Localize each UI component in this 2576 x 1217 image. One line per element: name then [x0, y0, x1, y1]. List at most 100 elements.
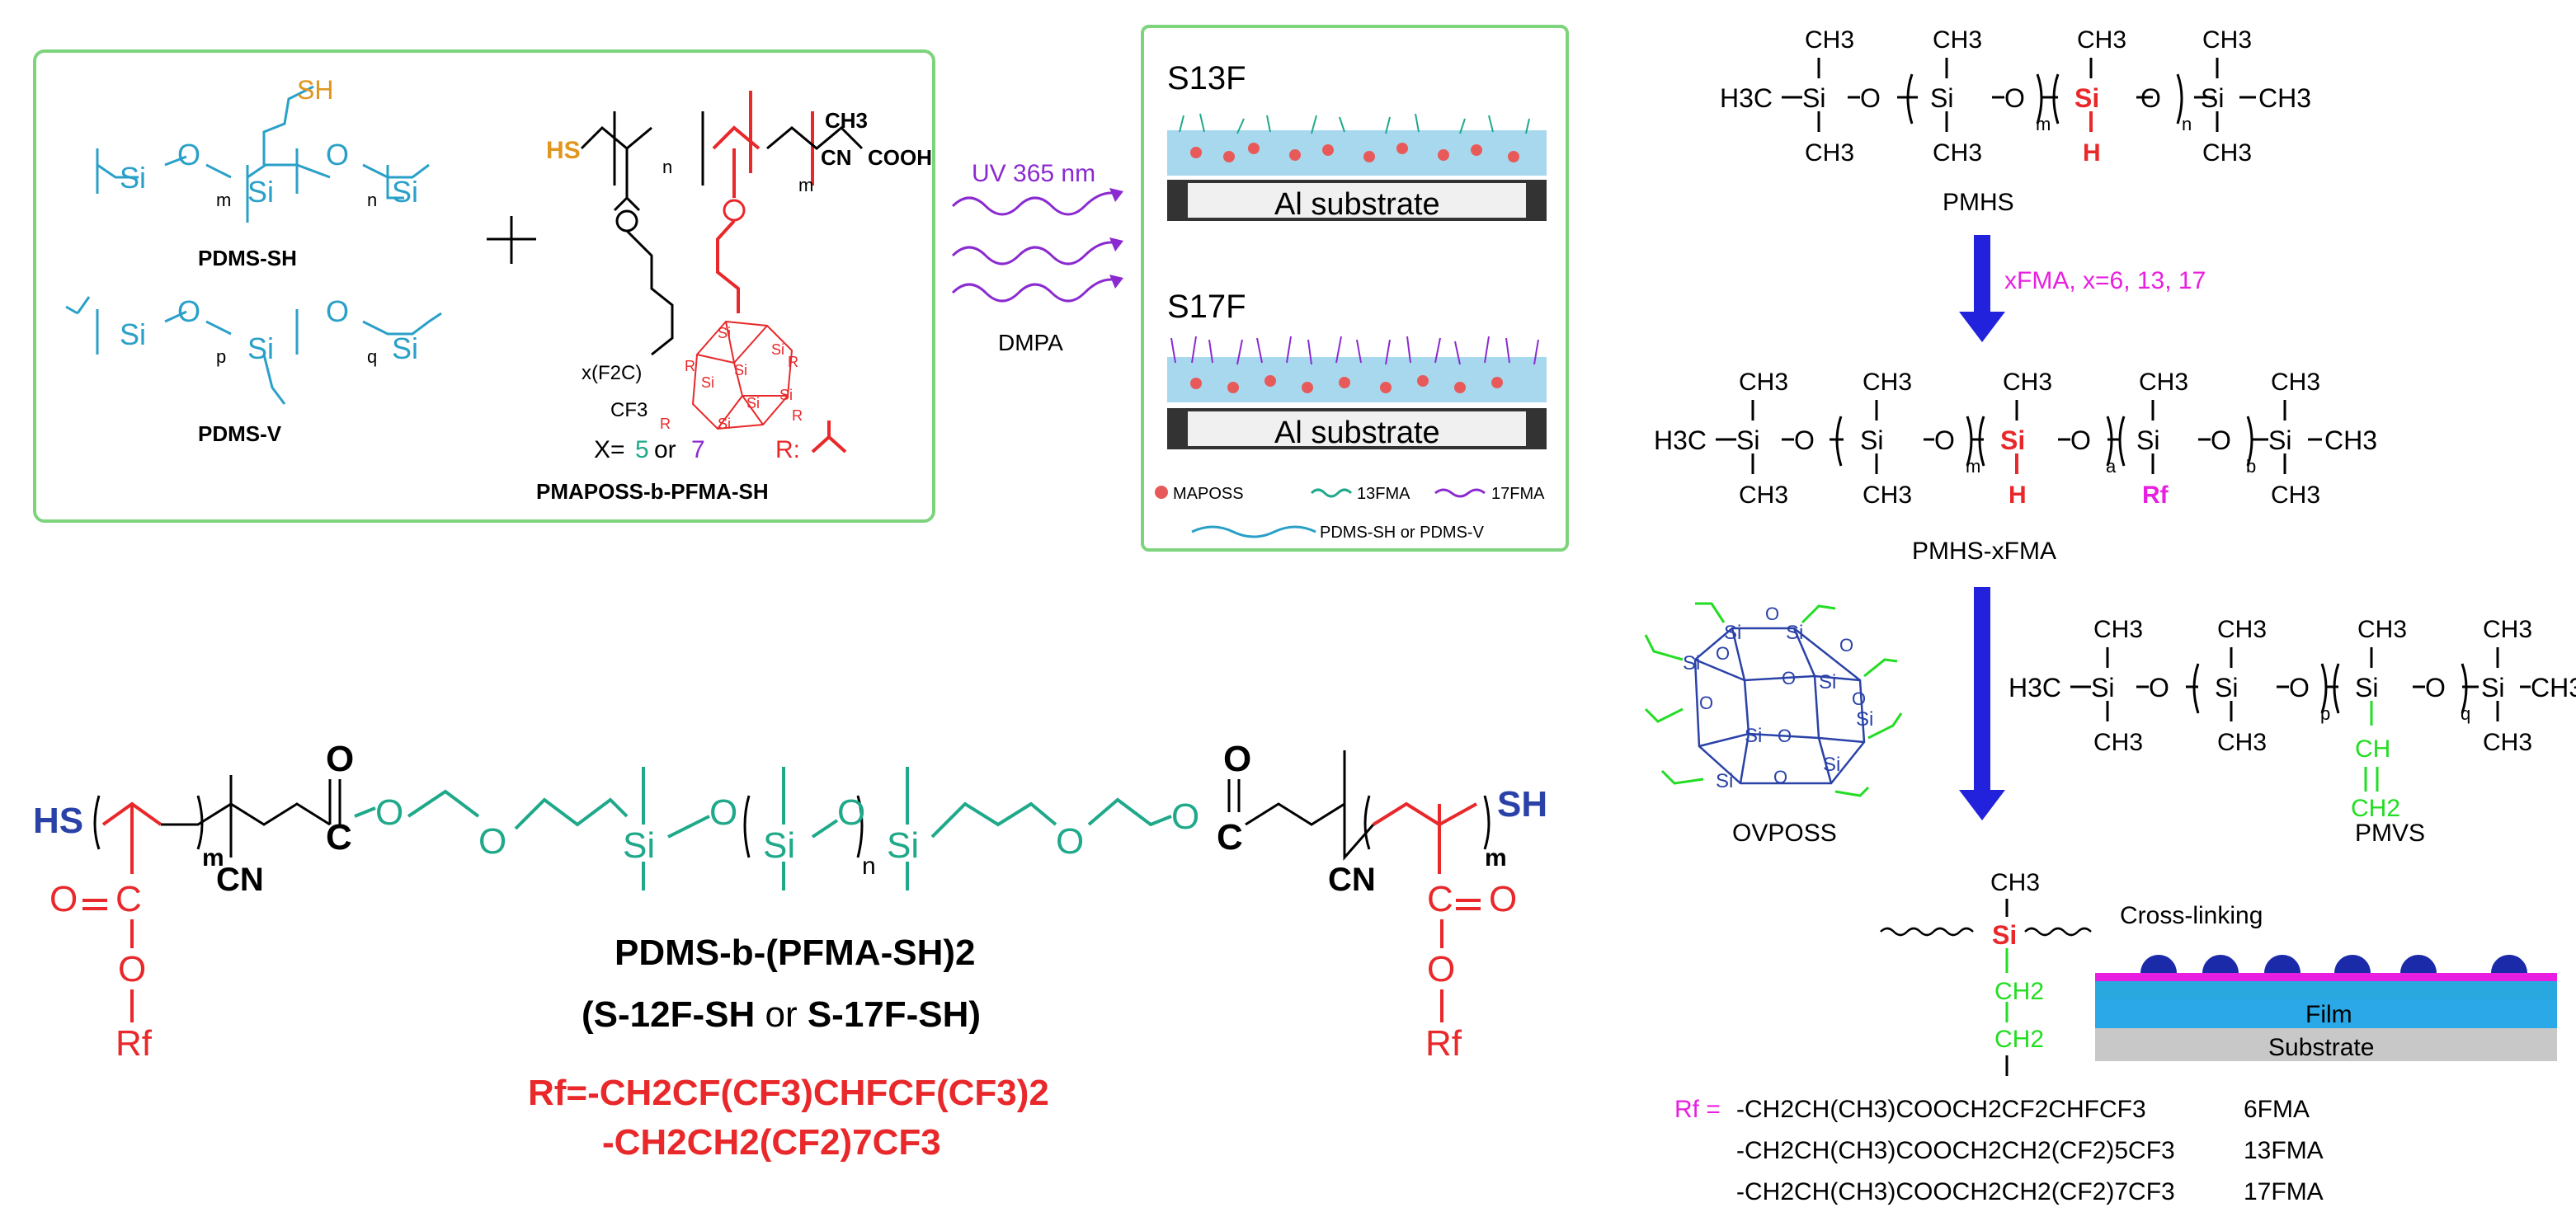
o-atom: O [1699, 693, 1713, 713]
x-equals: X= [594, 436, 625, 463]
subscript-q: q [367, 346, 377, 367]
legend-pdms: PDMS-SH or PDMS-V [1320, 524, 1485, 542]
reactants-frame [33, 49, 935, 523]
nitrile-group: CN [216, 862, 264, 898]
film-diagram: Film Substrate [2095, 955, 2557, 1061]
pdms-sh-label: PDMS-SH [198, 246, 297, 270]
vinyl-ch2: CH2 [2351, 795, 2400, 822]
methyl: CH3 [2202, 26, 2252, 54]
x-value-7: 7 [691, 436, 705, 463]
methyl: CH3 [2271, 482, 2320, 509]
o-atom: O [1839, 635, 1853, 655]
si-atom: Si [2355, 673, 2378, 702]
r-group: R [660, 416, 671, 432]
methyl: CH3 [2139, 369, 2188, 396]
o-atom: O [2211, 425, 2231, 455]
ether-o: O [1171, 796, 1199, 837]
panel-legend: MAPOSS 13FMA 17FMA PDMS-SH or PDMS-V [1155, 485, 1545, 542]
thiol-hs: HS [33, 801, 83, 841]
pdms-v-label: PDMS-V [198, 421, 282, 446]
si-atom: Si [771, 341, 784, 358]
si-atom: Si [2074, 83, 2099, 113]
si-atom: Si [887, 825, 919, 866]
methyl: CH3 [1990, 869, 2040, 896]
si-o: O [709, 792, 737, 833]
r-definition-label: R: [775, 436, 800, 463]
ether-o: O [375, 792, 403, 833]
si-atom: Si [2091, 673, 2114, 702]
methyl-h3c: H3C [1654, 425, 1707, 455]
rf-group: Rf [2142, 482, 2169, 509]
si-atom: Si [1716, 770, 1733, 792]
hydride-h: H [2009, 482, 2027, 509]
nitrile-group: CN [1328, 862, 1376, 898]
subscript-b: b [2246, 456, 2256, 477]
si-atom: Si [734, 362, 747, 378]
subscript-m: m [798, 175, 813, 195]
pmaposs-structure: HS n m CH3 CN COOH x(F2C) CF3 Si Si Si S… [536, 91, 932, 504]
methyl: CH3 [2531, 673, 2576, 702]
subscript-a: a [2106, 456, 2117, 477]
methyl: CH3 [2357, 616, 2407, 643]
pdms-v-structure: Si O p Si O q Si PDMS-V [65, 294, 442, 446]
subtitle-or: or [755, 994, 808, 1035]
ether-o: O [478, 821, 506, 862]
o-atom: O [1794, 425, 1815, 455]
subscript-m: m [202, 844, 224, 872]
o-atom: O [1852, 688, 1866, 709]
ester-c: C [115, 879, 142, 919]
rf-formula-13fma: -CH2CH(CH3)COOCH2CH2(CF2)5CF3 [1736, 1137, 2175, 1164]
si-atom: Si [746, 395, 760, 411]
ester-o: O [1489, 879, 1517, 919]
reaction-arrow-1: xFMA, x=6, 13, 17 [1959, 235, 2206, 342]
al-substrate-label: Al substrate [1274, 187, 1440, 222]
si-atom: Si [763, 825, 795, 866]
methyl: CH3 [1739, 369, 1788, 396]
si-atom: Si [2268, 425, 2291, 455]
ovposs-label: OVPOSS [1732, 820, 1837, 847]
uv-arrows: UV 365 nm DMPA [951, 160, 1123, 355]
si-atom: Si [2000, 425, 2025, 455]
pmhs-label: PMHS [1943, 189, 2014, 216]
si-atom: Si [623, 825, 655, 866]
subscript-n: n [662, 157, 672, 177]
si-atom: Si [2215, 673, 2238, 702]
rf-equals: Rf = [1674, 1096, 1721, 1123]
plus-sign [487, 216, 536, 264]
o-atom: O [2425, 673, 2446, 702]
methyl: CH3 [2093, 616, 2143, 643]
si-atom: Si [1930, 83, 1953, 113]
x-value-5: 5 [635, 436, 649, 463]
polymer-subtitle: (S-12F-SH or S-17F-SH) [582, 994, 981, 1035]
carbonyl-c: C [1217, 817, 1243, 858]
legend-13fma: 13FMA [1357, 485, 1410, 503]
methyl: CH3 [1805, 139, 1854, 167]
methyl: CH3 [2271, 369, 2320, 396]
nitrile-group: CN [821, 145, 852, 170]
si-atom: Si [779, 387, 793, 403]
o-atom: O [177, 138, 200, 172]
methyl: CH3 [2324, 425, 2377, 455]
pmvs-label: PMVS [2355, 820, 2425, 847]
reaction-arrow-2 [1959, 587, 2005, 820]
methyl: CH3 [2202, 139, 2252, 167]
o-atom: O [1778, 726, 1792, 746]
si-o: O [837, 792, 865, 833]
ovposs-structure: Si Si Si Si Si Si Si Si O O O O O O O O … [1644, 602, 1903, 847]
methyl-h3c: H3C [2009, 673, 2061, 702]
subscript-p: p [216, 346, 226, 367]
o-atom: O [326, 294, 349, 328]
poss-cage [691, 320, 794, 430]
o-atom: O [1765, 604, 1779, 624]
rf-group: Rf [115, 1023, 153, 1064]
methyl: CH3 [2483, 729, 2532, 756]
rf-formula-17fma: -CH2CH(CH3)COOCH2CH2(CF2)7CF3 [1736, 1178, 2175, 1205]
uv-wavelength-label: UV 365 nm [972, 160, 1095, 187]
rf-definition-1: Rf=-CH2CF(CF3)CHFCF(CF3)2 [528, 1073, 1049, 1113]
methyl: CH3 [1863, 369, 1912, 396]
s17f-film: S17F Al substrate [1167, 289, 1547, 450]
si-atom: Si [1856, 708, 1873, 731]
o-atom: O [2004, 83, 2025, 113]
si-atom: Si [1802, 83, 1825, 113]
